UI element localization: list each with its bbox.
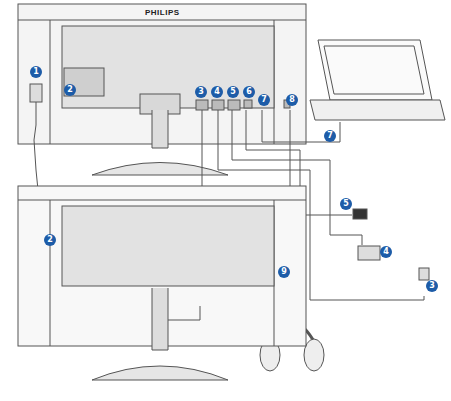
callout-number: 2 (64, 84, 76, 96)
callout-number: 6 (243, 86, 255, 98)
callout-number: 4 (380, 246, 392, 258)
callout-number: 5 (227, 86, 239, 98)
callout-number: 7 (258, 94, 270, 106)
callout-number: 8 (286, 94, 298, 106)
callout-number: 7 (324, 130, 336, 142)
callout-number: 3 (195, 86, 207, 98)
callout-number: 5 (340, 198, 352, 210)
callout-number: 3 (426, 280, 438, 292)
callout-number: 1 (30, 66, 42, 78)
callout-number: 4 (211, 86, 223, 98)
callout-number: 2 (44, 234, 56, 246)
brand-name: PHILIPS (143, 8, 182, 17)
callout-number: 9 (278, 266, 290, 278)
